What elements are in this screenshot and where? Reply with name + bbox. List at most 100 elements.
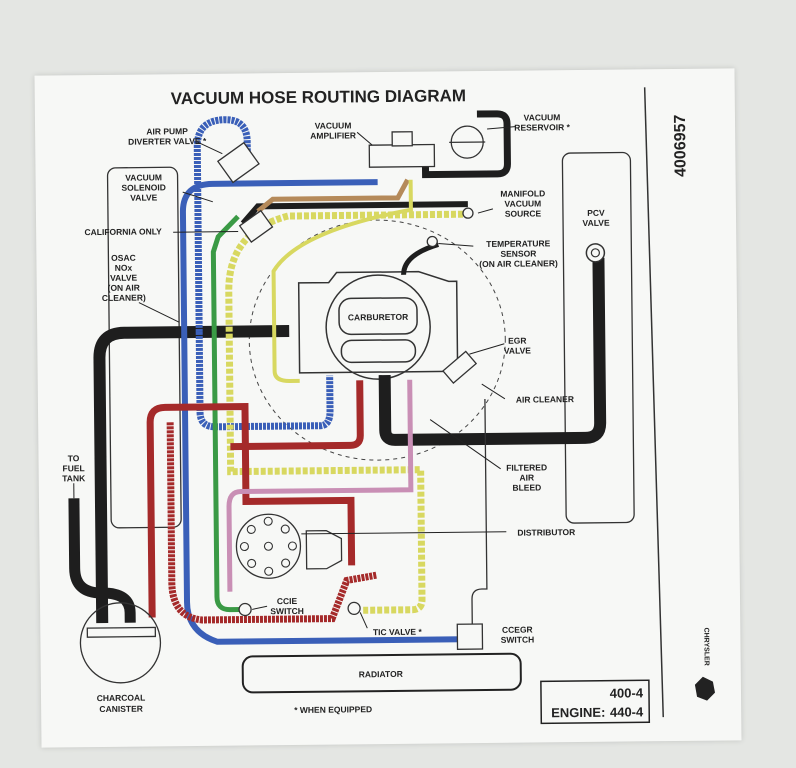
bleed-label-1: FILTERED [506, 462, 547, 472]
svg-text:VACUUMAMPLIFIER: VACUUMAMPLIFIER [310, 120, 356, 140]
manifold-vacuum-source [462, 207, 474, 219]
hose-red-tic [166, 422, 378, 624]
osac-label-5: CLEANER) [102, 293, 146, 303]
osac-label-1: OSAC [111, 253, 136, 263]
hose-pink [226, 379, 414, 592]
svg-text:TEMPERATURESENSOR(ON AIR CLEAN: TEMPERATURESENSOR(ON AIR CLEANER) [479, 238, 558, 269]
vacuum-amplifier-label-1: VACUUM [315, 120, 352, 130]
engine-box [540, 679, 651, 725]
ccie-label-2: SWITCH [270, 606, 304, 616]
distributor-label: DISTRIBUTOR [517, 527, 575, 538]
air-cleaner-outline [248, 219, 506, 461]
egr-label-2: VALVE [504, 345, 532, 355]
osac-label-4: (ON AIR [108, 283, 140, 293]
svg-text:PCVVALVE: PCVVALVE [582, 208, 610, 228]
hose-red-carb [230, 380, 364, 451]
distributor-vacuum-advance [305, 530, 343, 570]
hose-black-reservoir [421, 110, 511, 179]
ccegr-label-1: CCEGR [502, 624, 533, 634]
pcv-box-outline [561, 151, 635, 524]
solenoid-label-3: VALVE [130, 192, 158, 202]
manifold-label-1: MANIFOLD [500, 188, 545, 198]
ccie-label-1: CCIE [277, 596, 298, 606]
vacuum-reservoir-label-1: VACUUM [524, 112, 561, 122]
hose-tan [256, 178, 410, 214]
hose-red-main [146, 402, 356, 618]
hose-black-pcv [378, 257, 607, 446]
california-only-label: CALIFORNIA ONLY [84, 226, 162, 237]
vacuum-amplifier [368, 143, 436, 168]
solenoid-label-2: SOLENOID [121, 182, 166, 192]
temperature-sensor [426, 235, 438, 248]
radiator-label: RADIATOR [359, 669, 403, 679]
vacuum-solenoid-valve [238, 209, 274, 243]
hose-black-fuel-tank [68, 498, 136, 623]
vacuum-hose-diagram: VACUUM HOSE ROUTING DIAGRAM 4006957 RADI… [62, 86, 715, 725]
canister-label-2: CANISTER [99, 704, 143, 714]
carburetor-label: CARBURETOR [348, 312, 408, 323]
engine-value-2: 440-4 [610, 704, 644, 719]
canister-label-1: CHARCOAL [97, 693, 146, 704]
osac-label-2: NOx [115, 263, 133, 273]
diagram-card: VACUUM HOSE ROUTING DIAGRAM 4006957 RADI… [34, 68, 742, 748]
svg-text:FILTEREDAIRBLEED: FILTEREDAIRBLEED [506, 462, 547, 492]
ccegr-line [471, 398, 488, 625]
svg-text:AIR PUMPDIVERTER VALVE *: AIR PUMPDIVERTER VALVE * [128, 126, 207, 147]
air-pump-label-2: DIVERTER VALVE * [128, 136, 207, 147]
engine-value-1: 400-4 [610, 685, 644, 700]
svg-text:CCIESWITCH: CCIESWITCH [270, 596, 304, 616]
fuel-tank-label-3: TANK [62, 473, 86, 483]
temp-sensor-label-3: (ON AIR CLEANER) [479, 258, 558, 269]
temp-sensor-label-2: SENSOR [500, 248, 536, 258]
radiator [241, 652, 522, 694]
pcv-label-2: VALVE [582, 218, 610, 228]
solenoid-label-1: VACUUM [125, 172, 162, 182]
chrysler-pentastar-icon [694, 676, 715, 701]
svg-text:CHARCOALCANISTER: CHARCOALCANISTER [97, 693, 146, 715]
part-number: 4006957 [672, 114, 690, 177]
temp-sensor-label-1: TEMPERATURE [486, 238, 550, 249]
carburetor-top-element [338, 297, 418, 336]
tic-valve [347, 601, 361, 616]
ccegr-switch [456, 623, 484, 650]
svg-text:OSACNOxVALVE(ON AIRCLEANER): OSACNOxVALVE(ON AIRCLEANER) [101, 253, 146, 303]
charcoal-canister [79, 602, 162, 684]
vacuum-reservoir-label-2: RESERVOIR * [514, 122, 570, 133]
leader-lines [73, 126, 516, 629]
pcv-label-1: PCV [587, 208, 605, 218]
osac-box-outline [106, 166, 182, 529]
engine-label: ENGINE: [551, 705, 605, 721]
carburetor-body [297, 270, 459, 374]
vacuum-amplifier-label-2: AMPLIFIER [310, 130, 356, 140]
egr-valve [442, 350, 478, 385]
hose-black-temp-sensor [401, 242, 440, 276]
svg-text:CCEGRSWITCH: CCEGRSWITCH [501, 624, 535, 644]
hose-yellow-solid [271, 179, 413, 384]
hose-black-osac-to-canister [93, 325, 290, 624]
svg-text:MANIFOLDVACUUMSOURCE: MANIFOLDVACUUMSOURCE [500, 188, 545, 218]
hose-blue-carb [195, 331, 334, 431]
brand-label: CHRYSLER [702, 628, 709, 666]
diagram-title: VACUUM HOSE ROUTING DIAGRAM [171, 86, 466, 108]
egr-label-1: EGR [508, 336, 527, 346]
svg-text:VACUUMSOLENOIDVALVE: VACUUMSOLENOIDVALVE [121, 172, 166, 202]
bleed-label-2: AIR [519, 472, 534, 482]
osac-label-3: VALVE [110, 273, 138, 283]
fuel-tank-label-1: TO [68, 453, 80, 463]
pcv-valve-inner [590, 248, 600, 258]
footnote: * WHEN EQUIPPED [294, 704, 372, 715]
distributor-terminals [239, 516, 297, 576]
ccie-switch [238, 602, 252, 617]
tic-valve-label: TIC VALVE * [373, 627, 423, 638]
svg-text:VACUUMRESERVOIR *: VACUUMRESERVOIR * [514, 112, 570, 133]
ccegr-label-2: SWITCH [501, 634, 535, 644]
air-pump-diverter-valve [216, 141, 260, 184]
carburetor-bottom-element [340, 339, 417, 364]
manifold-label-2: VACUUM [504, 198, 541, 208]
fuel-tank-label-2: FUEL [62, 463, 84, 473]
bleed-label-3: BLEED [512, 482, 541, 492]
air-pump-label-1: AIR PUMP [146, 126, 188, 136]
svg-text:EGRVALVE: EGRVALVE [504, 335, 532, 355]
hose-green [210, 214, 243, 613]
svg-text:TOFUELTANK: TOFUELTANK [62, 453, 86, 483]
